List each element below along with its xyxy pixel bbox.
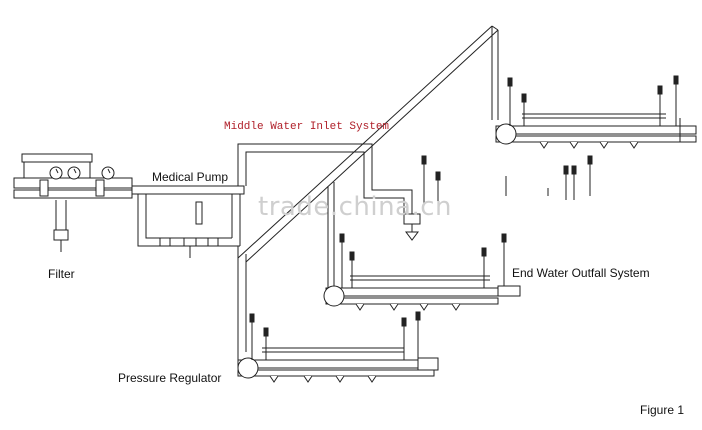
lower-drinker-line: [237, 311, 439, 383]
label-end-water-outfall-system: End Water Outfall System: [512, 266, 650, 280]
label-middle-water-inlet-system: Middle Water Inlet System: [224, 121, 390, 133]
filter-body: [55, 200, 67, 231]
pressure-gauge-icon: [67, 166, 81, 180]
middle-inlet-drop: [403, 155, 441, 241]
upper-drinker-line: [495, 75, 697, 200]
middle-drinker-line: [323, 233, 521, 311]
label-filter: Filter: [48, 267, 75, 281]
watermark: trade.china.cn: [258, 192, 453, 222]
pressure-gauge-icon: [101, 166, 115, 180]
main-riser-pipe: [237, 25, 499, 360]
filter-assembly: [13, 153, 133, 252]
pressure-regulator-icon: [495, 123, 517, 145]
pressure-gauge-icon: [49, 166, 63, 180]
pressure-regulator-icon: [237, 357, 259, 379]
pressure-regulator-icon: [323, 285, 345, 307]
label-medical-pump: Medical Pump: [152, 170, 229, 184]
medical-pump-line: [131, 185, 245, 258]
figure-caption: Figure 1: [640, 403, 685, 417]
label-pressure-regulator: Pressure Regulator: [118, 371, 222, 385]
pump-injector-icon: [183, 237, 197, 247]
